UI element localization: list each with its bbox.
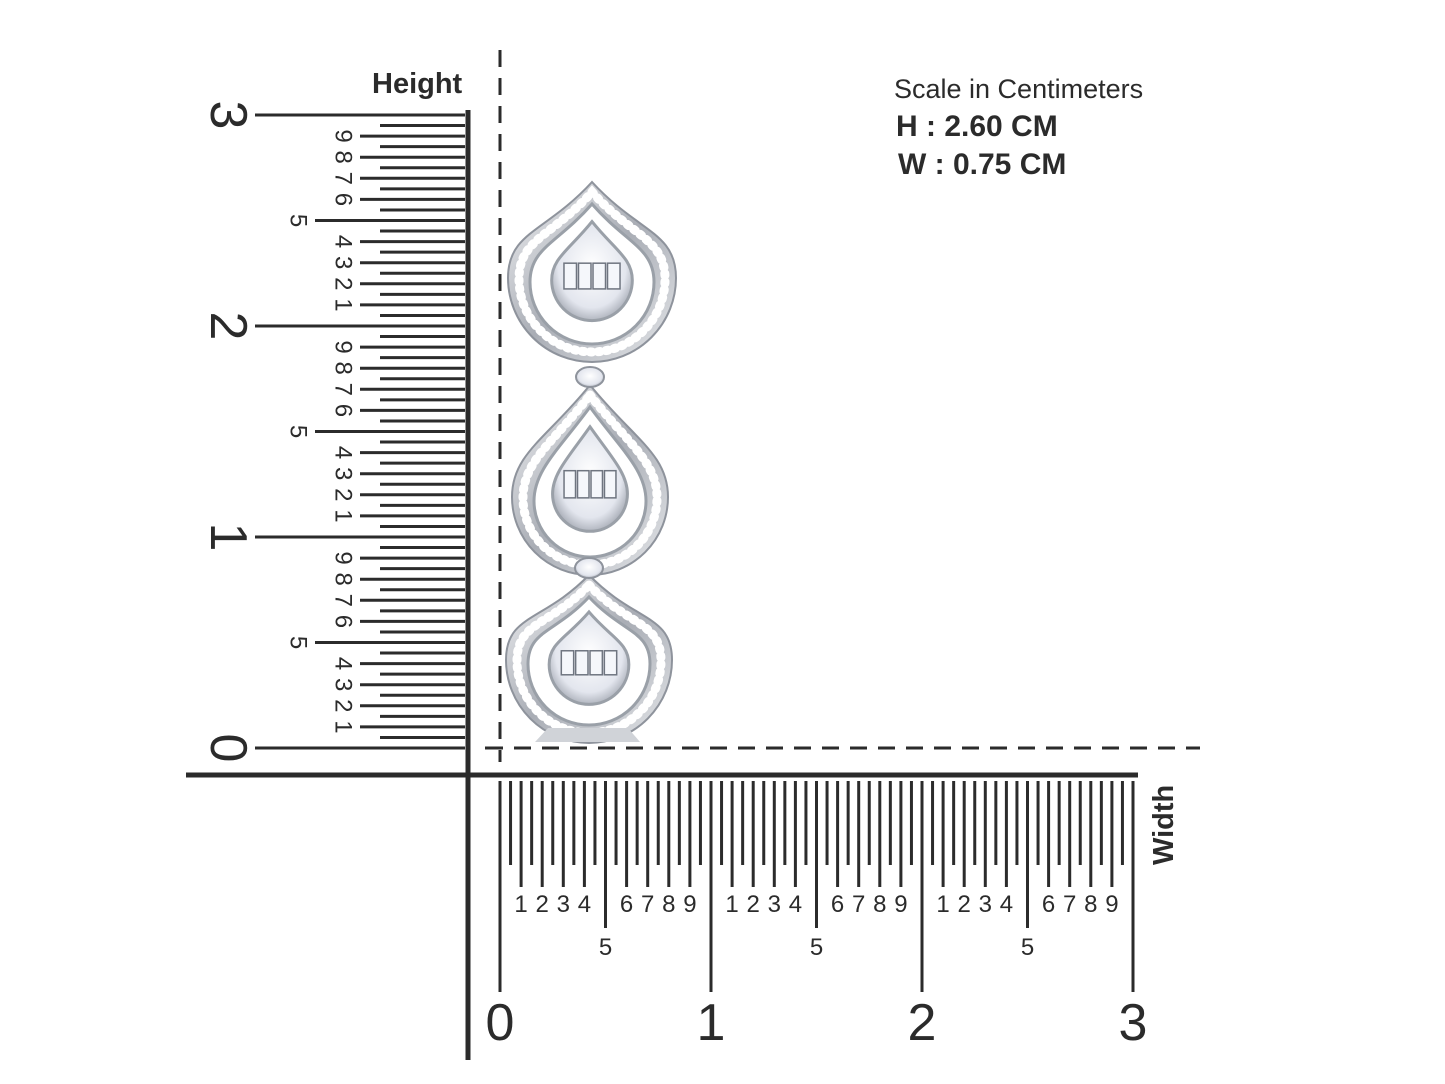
svg-text:4: 4 <box>789 891 802 918</box>
svg-text:4: 4 <box>330 657 357 670</box>
svg-text:3: 3 <box>557 891 570 918</box>
svg-text:5: 5 <box>285 214 312 227</box>
svg-text:1: 1 <box>330 720 357 733</box>
svg-text:6: 6 <box>330 615 357 628</box>
width-dimension: W : 0.75 CM <box>898 148 1067 181</box>
svg-text:5: 5 <box>599 934 612 961</box>
svg-text:0: 0 <box>199 734 257 763</box>
svg-text:9: 9 <box>1105 891 1118 918</box>
svg-text:7: 7 <box>852 891 865 918</box>
svg-text:3: 3 <box>1119 994 1148 1052</box>
svg-text:7: 7 <box>641 891 654 918</box>
svg-text:4: 4 <box>330 446 357 459</box>
svg-text:1: 1 <box>514 891 527 918</box>
svg-text:8: 8 <box>330 151 357 164</box>
svg-text:7: 7 <box>1063 891 1076 918</box>
svg-text:2: 2 <box>908 994 937 1052</box>
svg-text:6: 6 <box>831 891 844 918</box>
svg-text:8: 8 <box>662 891 675 918</box>
svg-text:2: 2 <box>330 488 357 501</box>
height-ruler-ticks <box>255 113 465 750</box>
svg-text:1: 1 <box>330 509 357 522</box>
svg-text:2: 2 <box>330 277 357 290</box>
svg-text:5: 5 <box>285 636 312 649</box>
svg-text:7: 7 <box>330 594 357 607</box>
svg-text:2: 2 <box>330 699 357 712</box>
svg-text:9: 9 <box>330 551 357 564</box>
svg-text:4: 4 <box>330 235 357 248</box>
svg-text:7: 7 <box>330 383 357 396</box>
svg-text:1: 1 <box>199 523 257 552</box>
svg-text:9: 9 <box>683 891 696 918</box>
svg-text:6: 6 <box>620 891 633 918</box>
earring-image <box>504 180 678 744</box>
svg-text:2: 2 <box>958 891 971 918</box>
svg-text:1: 1 <box>936 891 949 918</box>
svg-text:3: 3 <box>768 891 781 918</box>
svg-text:6: 6 <box>1042 891 1055 918</box>
svg-text:1: 1 <box>725 891 738 918</box>
svg-text:3: 3 <box>199 101 257 130</box>
svg-text:6: 6 <box>330 404 357 417</box>
height-ruler-labels: 0 1 2 3 4 5 6 7 8 9 1 1 2 3 4 5 6 7 8 9 2 1 2 3 4 5 6 7 8 9 3 <box>199 101 357 763</box>
svg-text:6: 6 <box>330 193 357 206</box>
svg-text:0: 0 <box>486 994 515 1052</box>
svg-text:9: 9 <box>330 129 357 142</box>
svg-text:1: 1 <box>330 298 357 311</box>
svg-text:8: 8 <box>873 891 886 918</box>
svg-text:9: 9 <box>330 340 357 353</box>
svg-text:8: 8 <box>330 573 357 586</box>
height-dimension: H : 2.60 CM <box>896 110 1058 143</box>
svg-text:3: 3 <box>330 678 357 691</box>
svg-text:9: 9 <box>894 891 907 918</box>
svg-text:7: 7 <box>330 172 357 185</box>
svg-text:4: 4 <box>1000 891 1013 918</box>
width-ruler-ticks <box>485 746 1135 992</box>
svg-text:1: 1 <box>697 994 726 1052</box>
height-axis-title: Height <box>372 68 463 100</box>
svg-text:2: 2 <box>536 891 549 918</box>
svg-text:3: 3 <box>979 891 992 918</box>
scale-title: Scale in Centimeters <box>894 74 1144 104</box>
svg-text:4: 4 <box>578 891 591 918</box>
svg-text:8: 8 <box>330 362 357 375</box>
svg-text:2: 2 <box>199 312 257 341</box>
svg-text:5: 5 <box>810 934 823 961</box>
svg-text:3: 3 <box>330 467 357 480</box>
svg-text:3: 3 <box>330 256 357 269</box>
svg-text:2: 2 <box>747 891 760 918</box>
svg-text:5: 5 <box>1021 934 1034 961</box>
svg-text:5: 5 <box>285 425 312 438</box>
svg-text:8: 8 <box>1084 891 1097 918</box>
